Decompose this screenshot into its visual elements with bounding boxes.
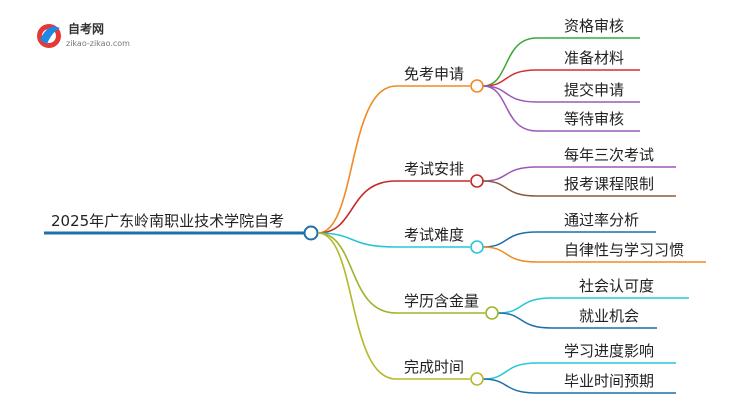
leaf-node-5-1[interactable]: 学习进度影响 bbox=[537, 342, 676, 364]
branch-label: 学历含金量 bbox=[404, 292, 479, 310]
leaf-node-1-3[interactable]: 提交申请 bbox=[537, 81, 640, 103]
logo-icon bbox=[37, 24, 61, 48]
leaf-node-5-2[interactable]: 毕业时间预期 bbox=[537, 372, 676, 394]
leaf-label: 提交申请 bbox=[564, 81, 624, 99]
connector-root-5 bbox=[317, 232, 397, 380]
branch-connector bbox=[485, 306, 499, 320]
leaf-label: 等待审核 bbox=[564, 110, 624, 128]
branch-node-3[interactable]: 考试难度 bbox=[396, 226, 484, 254]
leaf-node-2-1[interactable]: 每年三次考试 bbox=[537, 146, 676, 168]
site-logo[interactable]: 自考网 zikao-zikao.com bbox=[37, 21, 130, 48]
leaf-label: 通过率分析 bbox=[564, 211, 639, 229]
connector-branch-1-leaf-2 bbox=[482, 69, 538, 87]
branch-label: 考试安排 bbox=[404, 160, 464, 178]
connector-branch-2-leaf-1 bbox=[482, 166, 538, 182]
root-node[interactable]: 2025年广东岭南职业技术学院自考 bbox=[44, 212, 319, 241]
connector-branch-4-leaf-1 bbox=[497, 297, 553, 314]
branch-node-5[interactable]: 完成时间 bbox=[396, 358, 484, 386]
connector-root-1 bbox=[317, 85, 397, 234]
connectors bbox=[317, 37, 553, 394]
root-label: 2025年广东岭南职业技术学院自考 bbox=[51, 212, 284, 230]
leaf-label: 资格审核 bbox=[564, 17, 624, 35]
leaf-node-4-2[interactable]: 就业机会 bbox=[552, 307, 657, 329]
leaf-node-3-1[interactable]: 通过率分析 bbox=[537, 211, 656, 233]
leaf-label: 社会认可度 bbox=[579, 277, 654, 295]
connector-root-2 bbox=[317, 180, 397, 234]
branch-node-4[interactable]: 学历含金量 bbox=[396, 292, 499, 320]
leaf-nodes: 资格审核准备材料提交申请等待审核每年三次考试报考课程限制通过率分析自律性与学习习… bbox=[537, 17, 706, 394]
leaf-label: 学习进度影响 bbox=[564, 342, 654, 360]
branch-label: 考试难度 bbox=[404, 226, 464, 244]
leaf-label: 自律性与学习习惯 bbox=[564, 241, 684, 259]
leaf-node-1-4[interactable]: 等待审核 bbox=[537, 110, 640, 132]
leaf-node-2-2[interactable]: 报考课程限制 bbox=[537, 175, 676, 197]
connector-branch-3-leaf-1 bbox=[482, 231, 538, 248]
branch-connector bbox=[470, 372, 484, 386]
leaf-label: 报考课程限制 bbox=[564, 175, 654, 193]
branch-node-1[interactable]: 免考申请 bbox=[396, 65, 484, 93]
logo-name: 自考网 bbox=[68, 21, 104, 36]
connector-branch-5-leaf-1 bbox=[482, 362, 538, 380]
branch-connector bbox=[470, 174, 484, 188]
connector-branch-1-leaf-4 bbox=[482, 85, 538, 132]
leaf-label: 每年三次考试 bbox=[564, 146, 654, 164]
connector-root-4 bbox=[317, 232, 397, 314]
leaf-label: 准备材料 bbox=[564, 49, 624, 67]
root-connector bbox=[303, 225, 319, 241]
connector-root-3 bbox=[317, 232, 397, 248]
branch-connector bbox=[470, 79, 484, 93]
branch-label: 免考申请 bbox=[404, 65, 464, 83]
leaf-label: 毕业时间预期 bbox=[564, 372, 654, 390]
branch-label: 完成时间 bbox=[404, 358, 464, 376]
connector-branch-1-leaf-1 bbox=[482, 37, 538, 87]
leaf-node-3-2[interactable]: 自律性与学习习惯 bbox=[537, 241, 706, 263]
leaf-node-1-2[interactable]: 准备材料 bbox=[537, 49, 640, 71]
connector-branch-4-leaf-2 bbox=[497, 312, 553, 329]
connector-branch-5-leaf-2 bbox=[482, 378, 538, 394]
connector-branch-3-leaf-2 bbox=[482, 246, 538, 263]
leaf-label: 就业机会 bbox=[579, 307, 639, 325]
leaf-node-4-1[interactable]: 社会认可度 bbox=[552, 277, 689, 299]
branch-node-2[interactable]: 考试安排 bbox=[396, 160, 484, 188]
logo-url: zikao-zikao.com bbox=[66, 39, 130, 48]
connector-branch-2-leaf-2 bbox=[482, 180, 538, 197]
leaf-node-1-1[interactable]: 资格审核 bbox=[537, 17, 640, 39]
branch-connector bbox=[470, 240, 484, 254]
